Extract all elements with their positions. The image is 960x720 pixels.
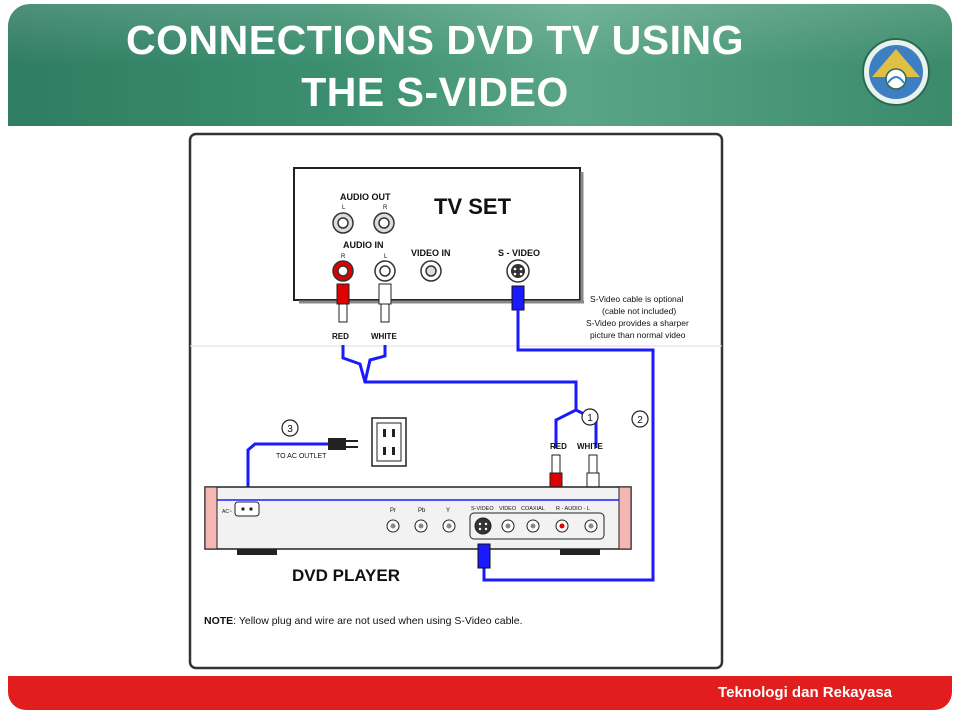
tv-red-plug [336, 283, 350, 323]
tv-s-video-label: S - VIDEO [498, 248, 540, 258]
video-in-label: VIDEO IN [411, 248, 451, 258]
tv-set-label: TV SET [434, 194, 512, 219]
dvd-s-video-plug [477, 543, 491, 569]
dvd-player-label: DVD PLAYER [292, 566, 400, 585]
s-video-note-line-2: (cable not included) [602, 306, 676, 316]
note-text: NOTE: Yellow plug and wire are not used … [204, 615, 523, 627]
power-plug-icon [328, 438, 358, 450]
tv-white-cable-label: WHITE [371, 332, 397, 341]
video-in-jack [420, 260, 442, 282]
audio-out-l-jack [332, 212, 354, 234]
title-line-2: THE S-VIDEO [301, 69, 569, 115]
dvd-ac-label: AC~ [222, 509, 232, 515]
dvd-coaxial-label: COAXIAL [521, 506, 545, 512]
tv-s-video-plug [511, 285, 525, 311]
audio-out-r-jack [373, 212, 395, 234]
dvd-s-video-jack [474, 517, 492, 535]
dvd-video-label: VIDEO [499, 506, 517, 512]
dvd-y-jack [442, 519, 456, 533]
title-line-1: CONNECTIONS DVD TV USING [126, 17, 744, 63]
audio-in-r-label: R [341, 254, 346, 260]
dvd-output-panel [469, 512, 605, 540]
dvd-ac-socket [234, 501, 260, 517]
s-video-note-line-3: S-Video provides a sharper [586, 318, 689, 328]
audio-in-r-jack [332, 260, 354, 282]
power-cord-path [246, 442, 330, 490]
dvd-audio-l-jack [584, 519, 598, 533]
dvd-audio-label: R - AUDIO - L [556, 506, 590, 512]
footer-text: Teknologi dan Rekayasa [718, 684, 892, 701]
to-ac-outlet-label: TO AC OUTLET [276, 453, 327, 460]
dvd-audio-r-jack [555, 519, 569, 533]
dvd-y-label: Y [446, 508, 450, 514]
audio-in-label: AUDIO IN [343, 240, 384, 250]
step-1-label: 1 [587, 413, 593, 424]
tv-set-box [293, 167, 581, 301]
dvd-pb-label: Pb [418, 508, 426, 514]
step-3-marker: 3 [281, 419, 299, 437]
s-video-note-line-1: S-Video cable is optional [590, 294, 684, 304]
header-highlight [8, 4, 952, 66]
audio-cable-white-path [363, 345, 387, 383]
wall-outlet-icon [371, 417, 407, 467]
slide-header [8, 4, 952, 126]
note-body: : Yellow plug and wire are not used when… [233, 615, 522, 627]
dvd-coaxial-jack [526, 519, 540, 533]
tv-red-cable-label: RED [332, 332, 349, 341]
audio-out-label: AUDIO OUT [340, 192, 391, 202]
dvd-pr-label: Pr [390, 508, 396, 514]
tut-wuri-handayani-logo-icon [862, 38, 930, 106]
dvd-pb-jack [414, 519, 428, 533]
audio-in-l-jack [374, 260, 396, 282]
tv-white-plug [378, 283, 392, 323]
step-2-label: 2 [637, 415, 643, 426]
step-1-marker: 1 [581, 408, 599, 426]
dvd-white-cable-label: WHITE [577, 442, 603, 451]
step-3-label: 3 [287, 424, 293, 435]
tv-s-video-jack [506, 259, 530, 283]
dvd-s-video-label: S-VIDEO [471, 506, 494, 512]
slide-footer: Teknologi dan Rekayasa [8, 676, 952, 710]
audio-out-r-label: R [383, 205, 388, 211]
s-video-cable-path [482, 310, 655, 582]
dvd-video-jack [501, 519, 515, 533]
step-2-marker: 2 [631, 410, 649, 428]
audio-in-l-label: L [384, 254, 388, 260]
slide-title: CONNECTIONS DVD TV USING THE S-VIDEO [0, 14, 870, 118]
audio-out-l-label: L [342, 205, 346, 211]
note-prefix: NOTE [204, 615, 233, 627]
dvd-red-cable-label: RED [550, 442, 567, 451]
dvd-pr-jack [386, 519, 400, 533]
audio-cable-red-path [341, 345, 578, 448]
s-video-note-line-4: picture than normal video [590, 330, 686, 340]
